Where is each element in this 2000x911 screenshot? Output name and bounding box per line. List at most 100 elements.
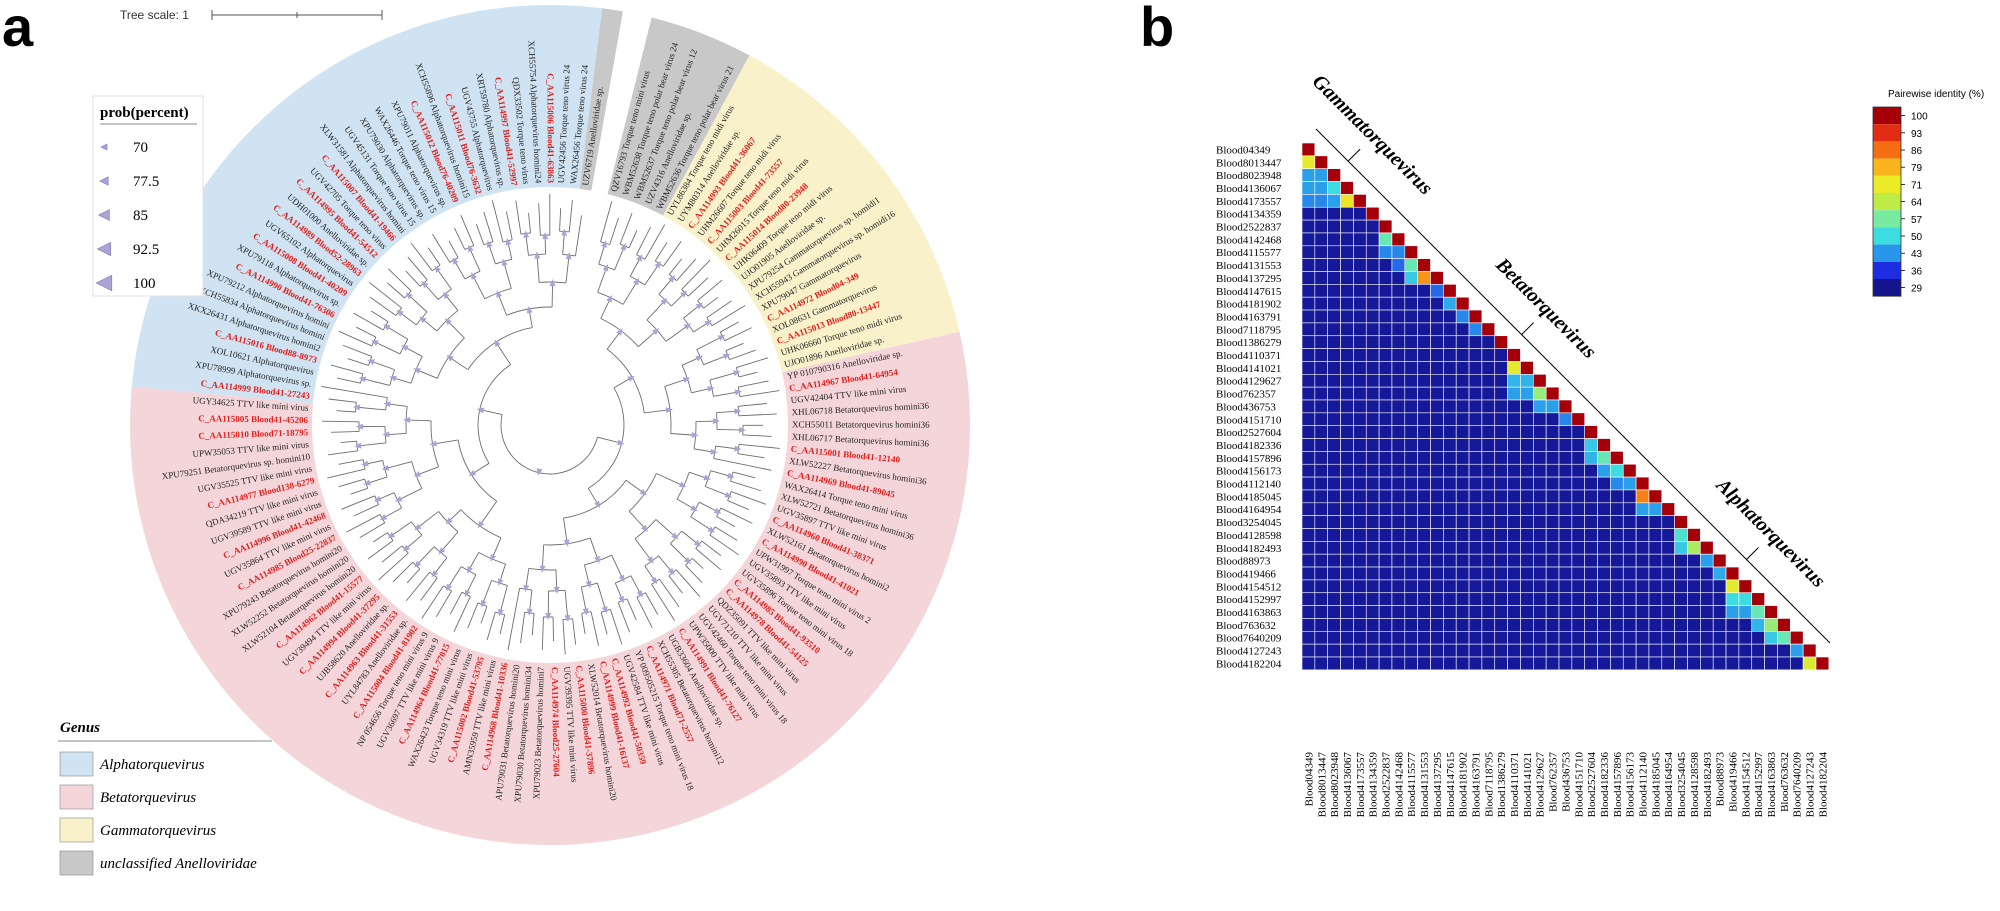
heatmap-cell (1687, 579, 1701, 594)
heatmap-cell (1494, 656, 1508, 671)
heatmap-cell (1353, 335, 1367, 349)
heatmap-cell (1378, 232, 1393, 247)
heatmap-cell (1443, 489, 1457, 504)
heatmap-cell (1584, 579, 1598, 594)
heatmap-cell (1314, 386, 1328, 401)
tree-leaf-labels: QZV16793 Torque teno mini virusWBM52638 … (161, 40, 930, 803)
prob-legend-value: 100 (133, 276, 156, 292)
support-node (665, 407, 674, 414)
tree-branch (581, 613, 586, 635)
tree-branch (415, 546, 435, 566)
heatmap-cell (1378, 502, 1393, 516)
heatmap-cell (1494, 425, 1508, 439)
heatmap-cell (1301, 206, 1316, 221)
heatmap-cell (1648, 656, 1663, 671)
heatmap-cell (1417, 618, 1431, 632)
tree-branch (563, 517, 568, 544)
heatmap-cell (1301, 605, 1316, 619)
heatmap-cell (1558, 656, 1573, 671)
heatmap-cell (1558, 566, 1573, 581)
support-node (442, 291, 450, 300)
heatmap-cell (1365, 438, 1380, 452)
support-node (526, 608, 533, 616)
heatmap-cell (1327, 618, 1341, 632)
tree-branch (597, 436, 622, 444)
heatmap-cell (1815, 656, 1830, 671)
heatmap-column-label: Blood2527604 (1586, 752, 1598, 818)
heatmap-cell (1674, 528, 1688, 542)
heatmap-column-label: Blood436753 (1560, 752, 1572, 812)
heatmap-cell (1365, 361, 1380, 375)
colorbar-title: Pairewise identity (%) (1888, 89, 1984, 100)
heatmap-cell (1443, 643, 1457, 658)
tree-branch (528, 213, 531, 234)
tree-branch (730, 480, 762, 492)
heatmap-cell (1314, 579, 1328, 594)
heatmap-cell (1443, 361, 1457, 375)
heatmap-cell (1610, 476, 1624, 491)
heatmap-cell (1687, 656, 1701, 671)
heatmap-cell (1533, 425, 1547, 439)
heatmap-cell (1378, 592, 1393, 606)
heatmap-cell (1353, 245, 1367, 259)
tree-branch (338, 330, 372, 347)
support-node (523, 230, 530, 238)
heatmap-cell (1468, 322, 1483, 337)
heatmap-cell (1610, 656, 1624, 671)
heatmap-cell (1391, 553, 1406, 568)
heatmap-cell (1468, 489, 1483, 504)
tree-branch (634, 538, 653, 562)
support-node (650, 576, 658, 585)
heatmap-row-label: Blood4127243 (1216, 646, 1282, 658)
heatmap-cell (1635, 553, 1650, 568)
heatmap-cell (1507, 348, 1521, 362)
tree-branch (559, 208, 562, 232)
heatmap-cell (1443, 592, 1457, 606)
heatmap-cell (1584, 476, 1598, 491)
support-node (616, 328, 623, 336)
heatmap-cell (1533, 605, 1547, 619)
support-node (382, 431, 390, 438)
support-node (733, 370, 741, 377)
support-node (371, 340, 379, 346)
heatmap-cell (1404, 476, 1418, 491)
heatmap-cell (1481, 528, 1496, 542)
genus-legend-swatch (59, 850, 94, 876)
colorbar-tick-label: 100 (1911, 112, 1928, 123)
heatmap-cell (1494, 399, 1508, 414)
heatmap-cell (1584, 451, 1598, 465)
heatmap-cell (1712, 553, 1727, 568)
support-node (594, 555, 600, 564)
tree-scale-label: Tree scale: 1 (120, 8, 189, 22)
heatmap-cell (1584, 656, 1598, 671)
heatmap-cell (1545, 451, 1560, 465)
heatmap-cell (1327, 361, 1341, 375)
heatmap-cell (1365, 348, 1380, 362)
heatmap-row-labels: Blood04349Blood8013447Blood8023948Blood4… (1216, 144, 1282, 670)
support-node (707, 386, 715, 392)
colorbar-segment (1873, 158, 1901, 176)
heatmap-cell (1443, 618, 1457, 632)
heatmap-cell (1404, 284, 1418, 298)
tree-branch (730, 491, 767, 505)
heatmap-cell (1481, 438, 1496, 452)
tree-branch (675, 569, 701, 598)
heatmap-cell (1417, 425, 1431, 439)
heatmap-cell (1635, 618, 1650, 632)
heatmap-cell (1597, 528, 1611, 542)
heatmap-cell (1725, 643, 1740, 658)
heatmap-cell (1340, 335, 1354, 349)
heatmap-cell (1700, 592, 1714, 606)
heatmap-cell (1558, 541, 1573, 555)
heatmap-cell (1443, 425, 1457, 439)
tree-branch (709, 534, 739, 556)
heatmap-cell (1430, 425, 1444, 439)
heatmap-cell (1443, 528, 1457, 542)
colorbar-tick-label: 57 (1911, 215, 1923, 226)
genus-sector-0 (131, 4, 603, 404)
heatmap-cell (1648, 553, 1663, 568)
colorbar-segment (1873, 244, 1901, 262)
heatmap-cell (1391, 386, 1406, 401)
heatmap-cell (1610, 643, 1624, 658)
heatmap-cell (1571, 605, 1585, 619)
